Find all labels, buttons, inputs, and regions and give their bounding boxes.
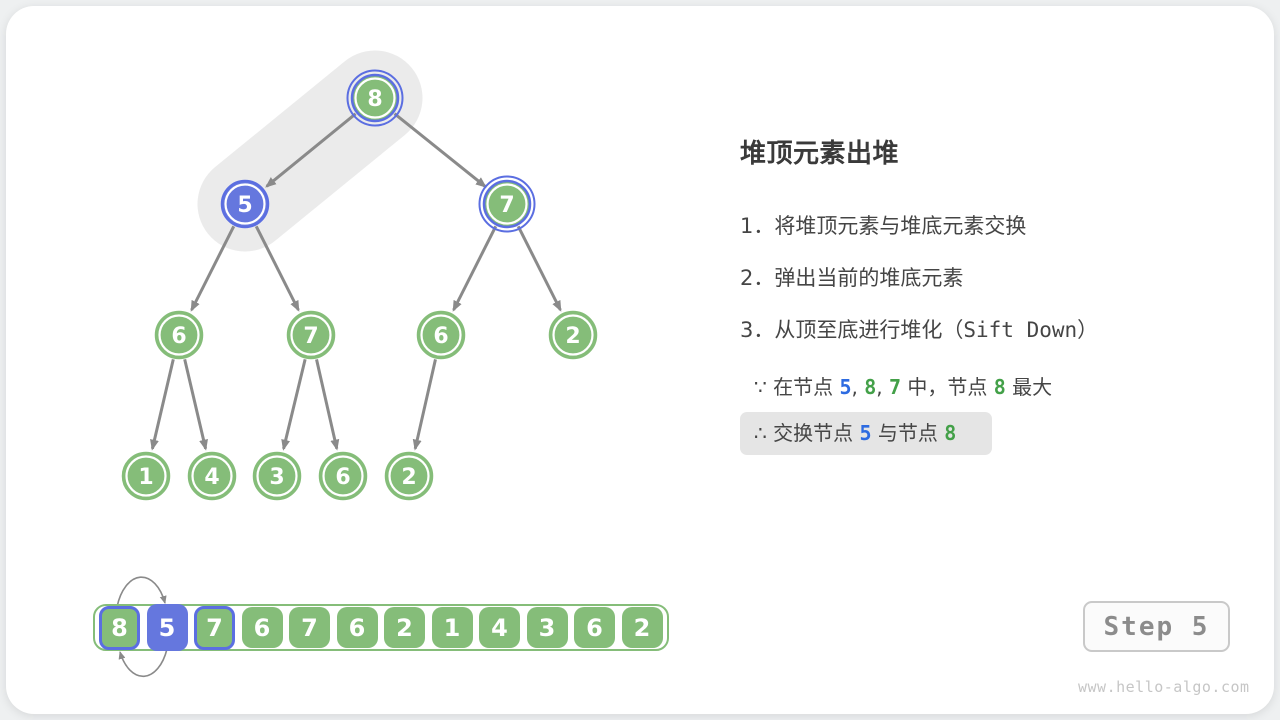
tree-node-4: 4 (187, 451, 237, 501)
tree-edge (254, 225, 300, 312)
text-segment: 2．弹出当前的堆底元素 (740, 266, 964, 290)
array-cell: 3 (526, 607, 568, 648)
swap-arrow-bottom (118, 648, 168, 678)
step-badge: Step 5 (1083, 601, 1230, 652)
step-badge-label: Step 5 (1103, 611, 1210, 642)
text-segment: ∴ 交换节点 (754, 421, 860, 445)
step-item: 3．从顶至底进行堆化（Sift Down） (740, 316, 1098, 344)
node-ref-8: 8 (864, 375, 877, 399)
text-segment: 3．从顶至底进行堆化（ (740, 318, 964, 342)
tree-edge (412, 359, 437, 451)
text-segment: , (851, 375, 865, 399)
node-ref-8: 8 (993, 375, 1006, 399)
array-cell: 7 (194, 605, 235, 650)
tree-node-6: 6 (154, 310, 204, 360)
array-cell: 6 (241, 607, 283, 648)
text-segment: 与节点 (871, 421, 945, 445)
tree-edge (190, 225, 236, 312)
tree-edge (516, 225, 562, 312)
array-cell: 4 (479, 607, 520, 648)
tree-node-7: 7 (286, 310, 336, 360)
text-segment: , (876, 375, 889, 399)
array-cell: 7 (289, 607, 330, 648)
svg-text:7: 7 (499, 193, 514, 218)
text-segment: ） (1077, 318, 1099, 342)
premise-line: ∵ 在节点 5, 8, 7 中，节点 8 最大 (740, 374, 1052, 401)
reasoning-list: ∵ 在节点 5, 8, 7 中，节点 8 最大 ∴ 交换节点 5 与节点 8 (740, 374, 1052, 455)
tree-node-2: 2 (548, 310, 598, 360)
array-swap-arrows (116, 576, 168, 678)
node-ref-8: 8 (944, 421, 957, 445)
svg-text:4: 4 (204, 465, 219, 490)
tree-edge (393, 112, 487, 188)
tree-edge (315, 359, 340, 451)
conclusion-line: ∴ 交换节点 5 与节点 8 (740, 412, 993, 455)
tree-node-5: 5 (220, 179, 270, 229)
panel-title: 堆顶元素出堆 (740, 139, 900, 169)
svg-text:2: 2 (565, 324, 580, 349)
tree-node-8: 8 (346, 69, 404, 127)
array-cell: 1 (431, 607, 473, 648)
step-item: 2．弹出当前的堆底元素 (740, 264, 1098, 292)
svg-text:6: 6 (335, 465, 350, 490)
svg-text:6: 6 (433, 324, 448, 349)
array-cell: 8 (99, 605, 140, 650)
array-cell: 2 (621, 607, 663, 648)
tree-node-6: 6 (318, 451, 368, 501)
swap-arrow-top (116, 576, 167, 608)
text-segment: 中，节点 (901, 375, 994, 399)
array-cell: 2 (384, 607, 425, 648)
tree-edges (150, 112, 562, 451)
tree-edge (281, 358, 307, 451)
node-ref-5: 5 (839, 375, 852, 399)
svg-text:6: 6 (171, 324, 186, 349)
tree-nodes: 8 5 7 6 7 6 2 1 4 3 6 2 (121, 69, 598, 501)
step-item: 1．将堆顶元素与堆底元素交换 (740, 212, 1098, 240)
svg-text:8: 8 (367, 87, 382, 112)
tree-edge (452, 225, 498, 312)
node-ref-5: 5 (859, 421, 872, 445)
tree-node-3: 3 (252, 451, 302, 501)
tree-edge (150, 359, 175, 451)
node-ref-7: 7 (888, 375, 902, 399)
tree-node-7: 7 (478, 175, 536, 233)
array-cell: 6 (574, 607, 615, 648)
svg-text:3: 3 (269, 465, 284, 490)
array-cell: 5 (146, 604, 188, 651)
svg-text:1: 1 (138, 465, 153, 490)
watermark: www.hello-algo.com (1078, 678, 1250, 696)
text-segment: 1．将堆顶元素与堆底元素交换 (740, 214, 1027, 238)
figure-card (6, 6, 1274, 714)
svg-text:5: 5 (237, 193, 252, 218)
tree-node-2: 2 (384, 451, 434, 501)
svg-text:2: 2 (401, 465, 416, 490)
tree-node-1: 1 (121, 451, 171, 501)
text-segment: 最大 (1005, 375, 1053, 399)
text-segment: ∵ 在节点 (754, 375, 840, 399)
tree-edge (183, 359, 208, 451)
step-list: 1．将堆顶元素与堆底元素交换 2．弹出当前的堆底元素 3．从顶至底进行堆化（Sift… (740, 212, 1098, 368)
tree-node-6: 6 (416, 310, 466, 360)
svg-text:7: 7 (303, 324, 318, 349)
array-cell: 6 (336, 607, 378, 648)
tree-edge (265, 112, 357, 188)
mono-text: Sift Down (963, 318, 1078, 342)
